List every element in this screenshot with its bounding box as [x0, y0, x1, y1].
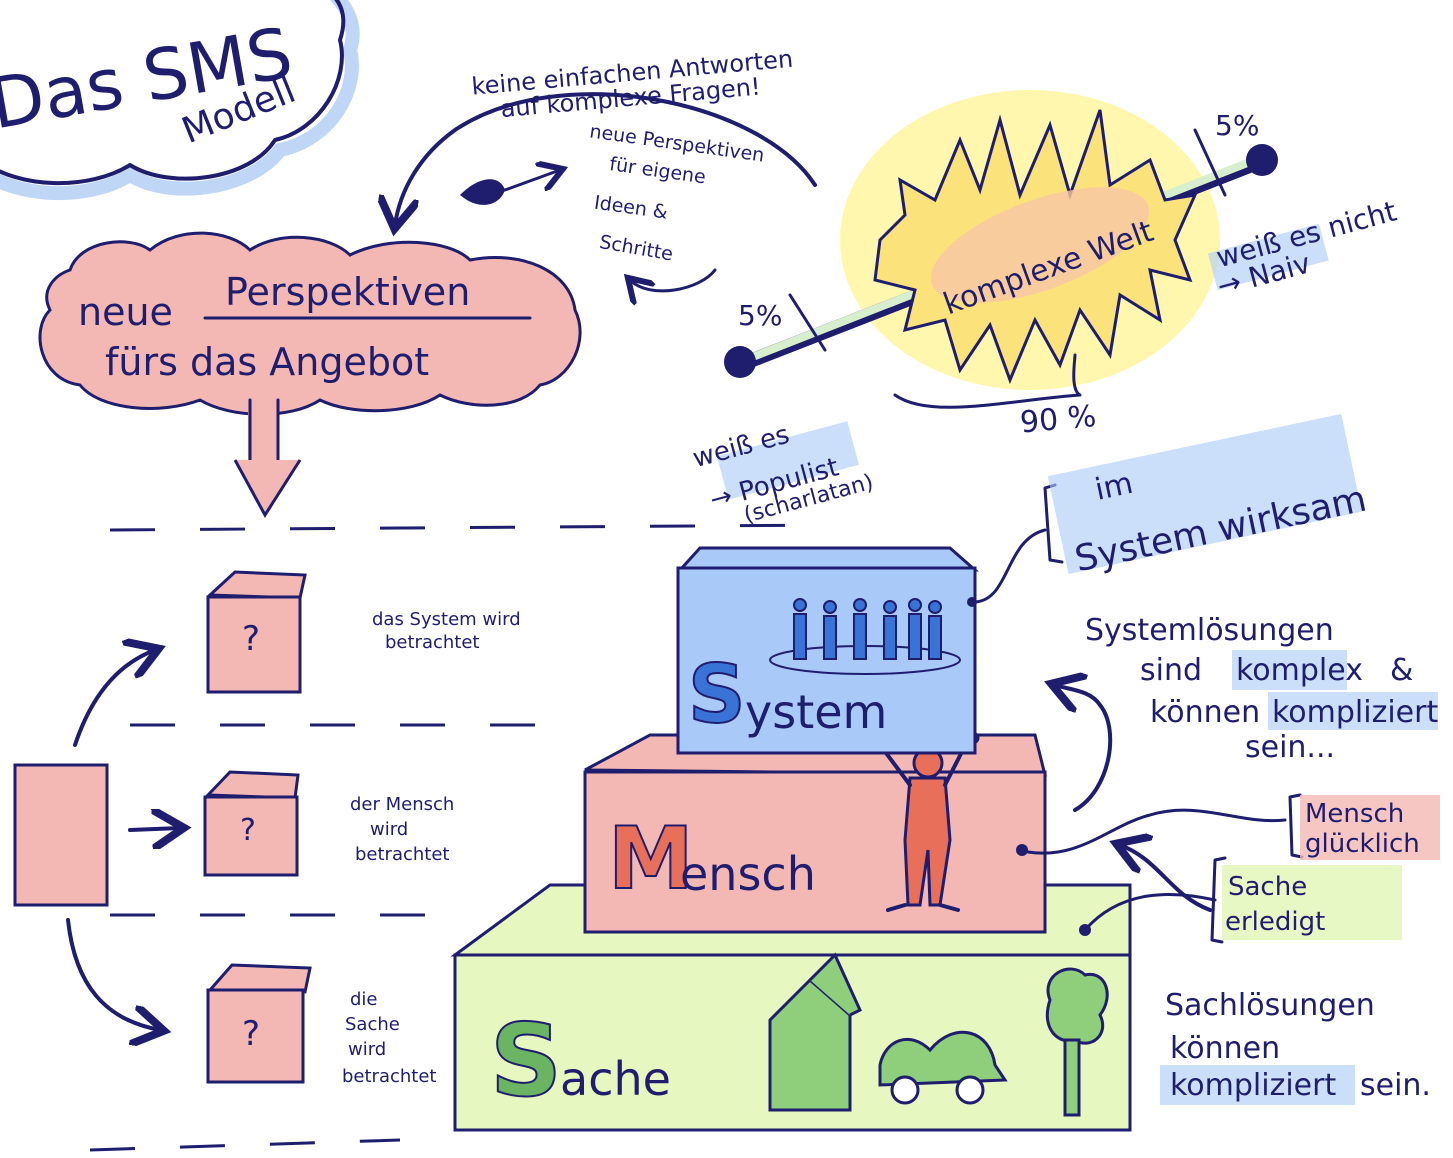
flow-note-sache-line2: Sache: [345, 1014, 400, 1035]
sache-rest: ache: [560, 1052, 671, 1106]
flow-note-system-line2: betrachtet: [385, 632, 479, 653]
right-note: weiß es nicht → Naiv: [1207, 194, 1400, 303]
world-pct-bottom: 90 %: [1019, 399, 1098, 441]
system-solutions-line2c: &: [1390, 653, 1413, 688]
note-sache-erledigt: Sache erledigt: [1079, 845, 1402, 944]
cloud-line1-word: Perspektiven: [225, 270, 470, 314]
eye-note-line4: Schritte: [598, 231, 675, 266]
sache-solutions-line3a: kompliziert: [1170, 1068, 1336, 1103]
flow-box-mensch-glyph: ?: [240, 813, 256, 848]
system-solutions-line2b: komplex: [1236, 653, 1363, 688]
mensch-gluecklich-line2: glücklich: [1305, 829, 1420, 859]
flow-note-sache-line3: wird: [348, 1039, 386, 1060]
world-pct-right: 5%: [1215, 109, 1259, 142]
layer-mensch: M ensch: [583, 730, 1047, 934]
right-notes: im System wirksam Systemlösungen sind ko…: [973, 413, 1440, 1105]
mensch-gluecklich-line1: Mensch: [1305, 799, 1404, 829]
eye-note-line2: für eigene: [608, 153, 707, 188]
system-solutions-line4: sein...: [1245, 730, 1335, 765]
sache-erledigt-line1: Sache: [1228, 872, 1307, 902]
eye-note-line3: Ideen &: [593, 192, 669, 224]
system-rest: ystem: [745, 685, 887, 739]
left-flow: ? das System wird betrachtet ? der Mensc…: [13, 570, 521, 1087]
note-mensch-gluecklich: Mensch glücklich: [1026, 793, 1440, 860]
sache-erledigt-line2: erledigt: [1225, 907, 1325, 937]
flow-note-sache-line1: die: [350, 989, 378, 1010]
left-note: weiß es → Populist (scharlatan): [690, 420, 877, 529]
separators: [89, 523, 831, 1152]
source-box: [13, 763, 109, 907]
mensch-initial: M: [608, 809, 694, 909]
world-pct-left: 5%: [738, 299, 782, 332]
flow-box-sache: ? die Sache wird betrachtet: [206, 963, 436, 1087]
flow-note-mensch-line1: der Mensch: [350, 794, 454, 815]
complex-world: komplexe Welt 5% 5% 90 % weiß es → Popul…: [690, 90, 1400, 528]
system-solutions-line3b: kompliziert: [1272, 695, 1438, 730]
note-system-wirksam: im System wirksam: [973, 413, 1370, 604]
eye-icon: [460, 179, 505, 205]
system-initial: S: [688, 648, 746, 741]
sms-stack: S ache M ensch: [450, 546, 1132, 1132]
car-icon: [878, 1030, 1008, 1105]
perspective-cloud: neue Perspektiven fürs das Angebot: [38, 231, 582, 518]
system-solutions-line2a: sind: [1140, 653, 1202, 688]
flow-box-mensch: ? der Mensch wird betrachtet: [203, 770, 454, 877]
system-solutions-line1: Systemlösungen: [1085, 613, 1334, 648]
sache-initial: S: [490, 1002, 562, 1119]
note-system-solutions: Systemlösungen sind komplex & können kom…: [1055, 613, 1438, 812]
flow-note-mensch-line2: wird: [370, 819, 408, 840]
mensch-rest: ensch: [680, 847, 816, 901]
flow-note-mensch-line3: betrachtet: [355, 844, 449, 865]
group-icon: [769, 598, 961, 675]
layer-system: S ystem: [676, 546, 979, 755]
cloud-line2: fürs das Angebot: [105, 340, 429, 384]
title-cloud: Das SMS Modell: [0, 0, 360, 201]
sache-solutions-line2: können: [1170, 1031, 1280, 1066]
sache-solutions-line1: Sachlösungen: [1165, 988, 1375, 1023]
tree-icon: [1045, 967, 1109, 1117]
top-arc-arrow: [395, 92, 817, 225]
system-solutions-line3a: können: [1150, 695, 1260, 730]
flow-note-system-line1: das System wird: [372, 609, 521, 630]
flow-note-sache-line4: betrachtet: [342, 1066, 436, 1087]
cloud-line1-prefix: neue: [78, 290, 173, 334]
flow-box-system: ? das System wird betrachtet: [206, 570, 521, 694]
sache-solutions-line3b: sein.: [1360, 1068, 1431, 1103]
flow-box-sache-glyph: ?: [242, 1014, 260, 1054]
house-icon: [768, 952, 862, 1112]
flow-box-system-glyph: ?: [242, 619, 260, 659]
note-system-wirksam-line1: im: [1092, 466, 1136, 508]
note-sache-solutions: Sachlösungen können kompliziert sein.: [1160, 988, 1431, 1105]
